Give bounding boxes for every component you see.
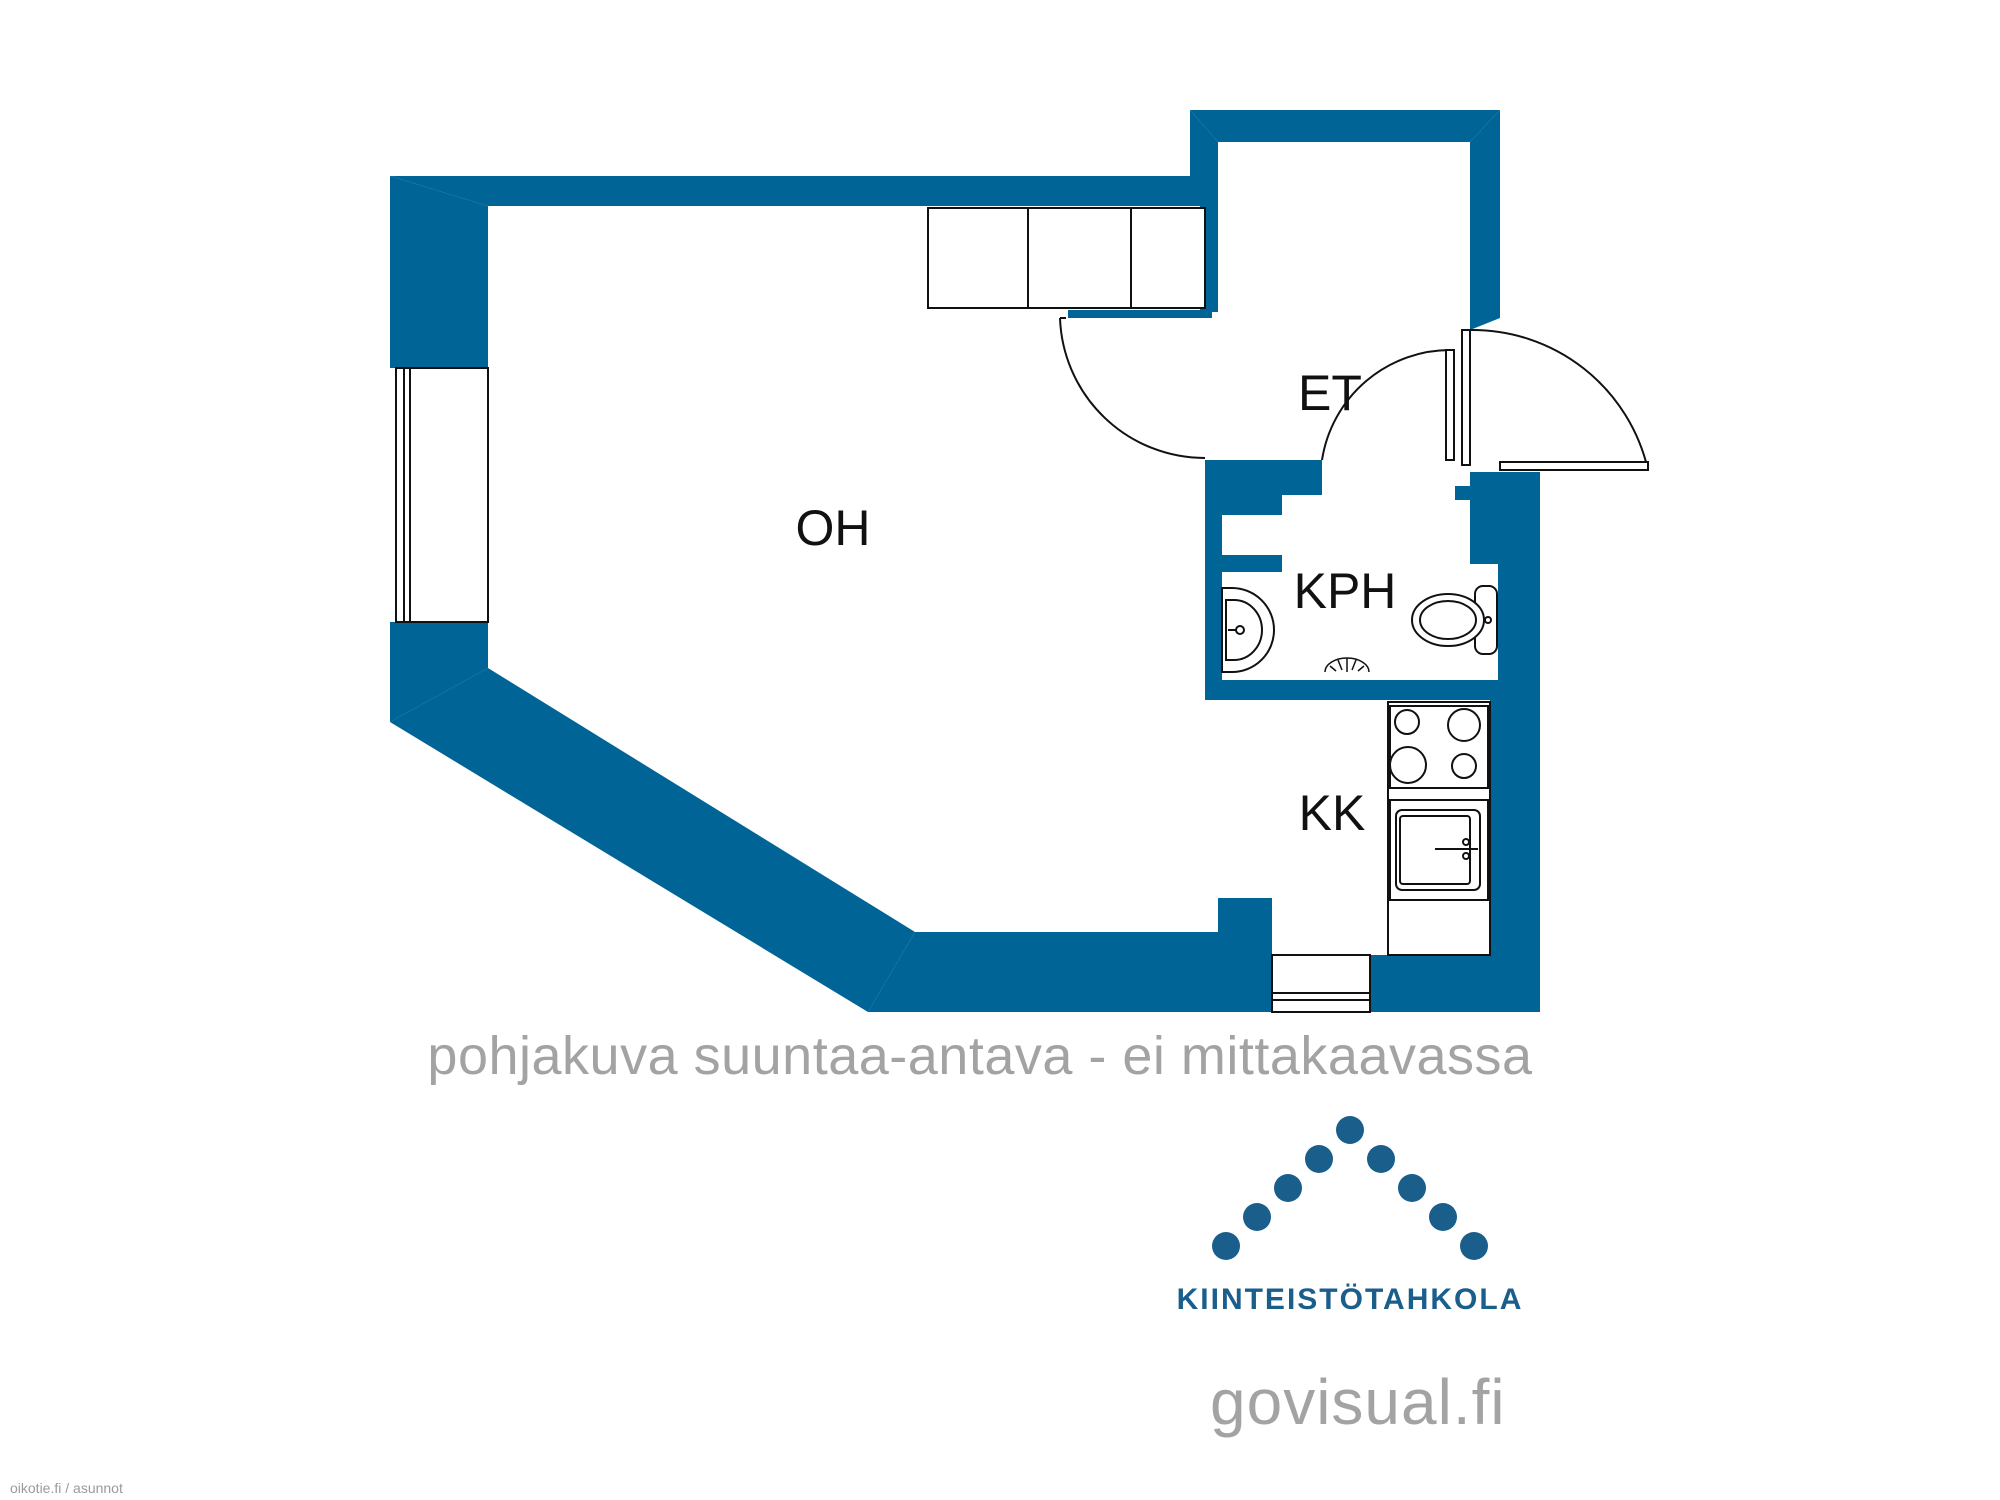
- bath-toilet: [1411, 585, 1498, 655]
- bath-sink: [1221, 587, 1276, 673]
- site-name: govisual.fi: [1210, 1366, 1506, 1438]
- wall-cabinets: [927, 207, 1206, 309]
- logo-dot: [1243, 1203, 1271, 1231]
- logo-dot: [1274, 1174, 1302, 1202]
- logo-dot: [1367, 1145, 1395, 1173]
- wall-hall-bath: [1205, 460, 1322, 495]
- room-label-oh: OH: [796, 500, 871, 556]
- source-credit: oikotie.fi / asunnot: [10, 1480, 123, 1496]
- wall-top: [390, 176, 1212, 206]
- wall-bottom-jut: [1218, 898, 1272, 1012]
- window-left: [395, 367, 489, 623]
- logo-dot: [1460, 1232, 1488, 1260]
- disclaimer-caption: pohjakuva suuntaa-antava - ei mittakaava…: [427, 1026, 1533, 1086]
- kitchen-sink: [1395, 809, 1481, 891]
- wall-entry-top: [1190, 110, 1500, 142]
- wall-diagonal: [390, 668, 915, 1012]
- door-living: [1059, 317, 1206, 459]
- wall-bath-bottom: [1205, 680, 1540, 700]
- brand-name: KIINTEISTÖTAHKOLA: [1176, 1283, 1524, 1316]
- wall-left-upper: [390, 176, 488, 368]
- door-entry: [1461, 328, 1649, 471]
- window-bottom: [1271, 954, 1371, 1013]
- wall-entry-right: [1470, 110, 1500, 330]
- wall-bath-stub-2: [1222, 555, 1282, 572]
- wall-bath-right-top: [1455, 486, 1470, 500]
- logo-dot: [1336, 1116, 1364, 1144]
- kiinteistotahkola-logo-icon: [1212, 1116, 1488, 1260]
- logo-dot: [1305, 1145, 1333, 1173]
- room-label-kk: KK: [1299, 785, 1366, 841]
- wall-cabinet-base: [1068, 310, 1212, 318]
- wall-right: [1470, 472, 1540, 1012]
- logo-dot: [1398, 1174, 1426, 1202]
- wall-bottom-left: [868, 932, 1230, 1012]
- logo-dot: [1429, 1203, 1457, 1231]
- stove: [1389, 708, 1481, 784]
- bath-shower-head: [1324, 657, 1370, 673]
- wall-bath-stub-1: [1222, 495, 1282, 515]
- wall-bath-left: [1205, 460, 1222, 700]
- door-bath: [1321, 348, 1455, 461]
- logo-dot: [1212, 1232, 1240, 1260]
- room-label-et: ET: [1298, 365, 1362, 421]
- wall-left-lower: [390, 622, 488, 722]
- room-label-kph: KPH: [1294, 563, 1397, 619]
